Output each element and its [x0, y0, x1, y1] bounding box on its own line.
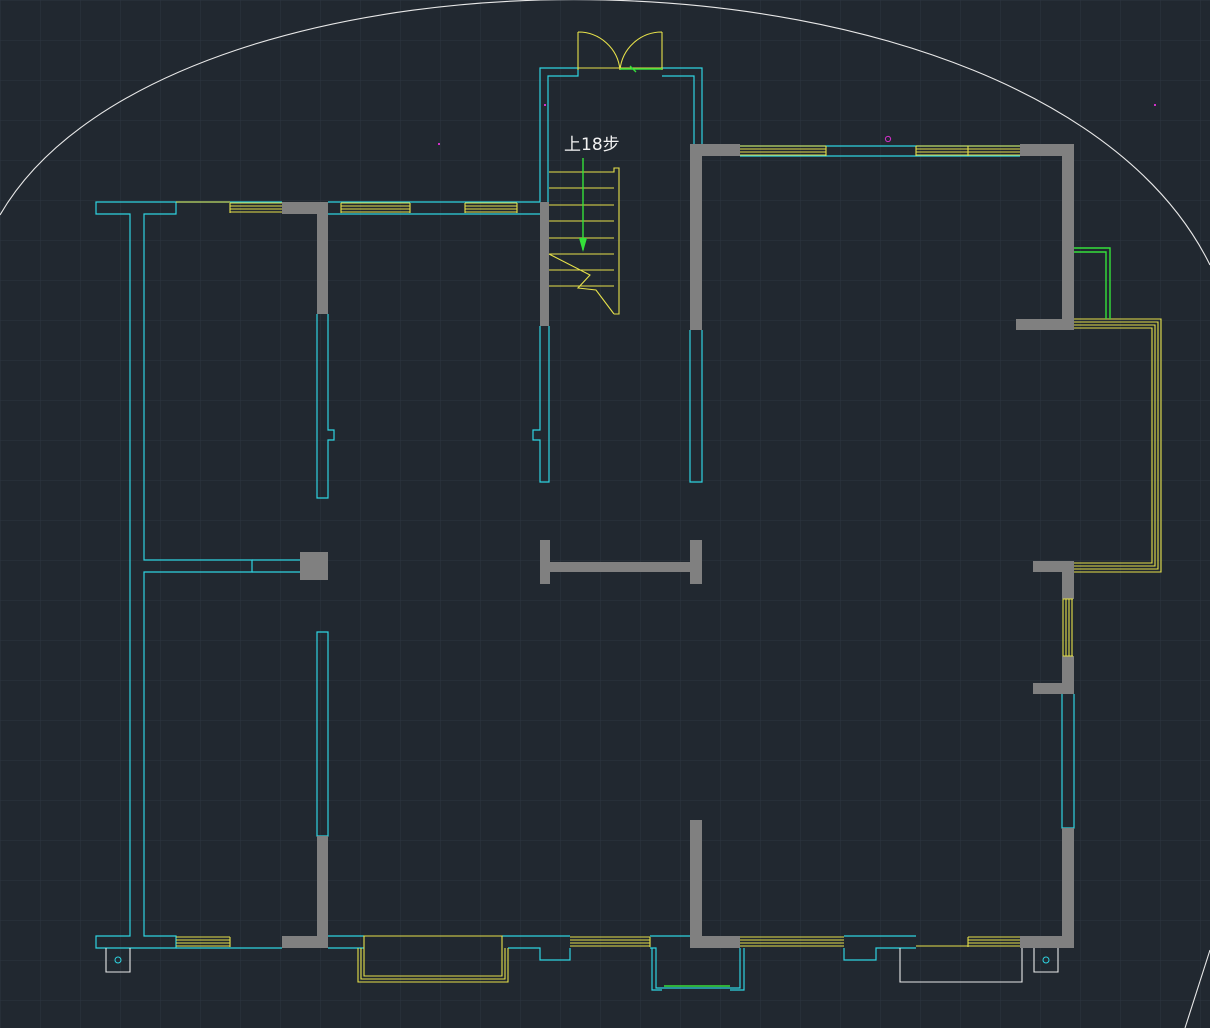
south-wall-4 — [650, 935, 741, 989]
west-wall-outer — [95, 201, 253, 949]
center-beam-right-post — [690, 540, 702, 584]
window-south-3 — [740, 936, 844, 947]
stair: 上18步 — [548, 135, 620, 315]
bay-stub-upper — [1033, 561, 1074, 572]
column-nw-vertical — [317, 202, 328, 314]
marker-dot-2 — [1154, 104, 1156, 106]
window-ne-1 — [740, 145, 827, 156]
stair-arrow-head — [579, 238, 587, 252]
south-wall-5 — [843, 935, 916, 961]
sw-pad — [105, 948, 131, 973]
north-wall-gray — [690, 144, 740, 156]
se-corner — [1020, 936, 1074, 948]
se-downspout — [1042, 956, 1050, 964]
east-bay-window — [1074, 318, 1162, 573]
north-wall-mid — [328, 201, 540, 215]
boundary-arc-lower — [1184, 949, 1210, 1028]
column-nw — [282, 202, 328, 214]
window-south-1 — [176, 936, 231, 947]
stair-wall-gray — [540, 202, 549, 326]
window-north-1 — [229, 202, 282, 213]
column-sw-vertical — [317, 836, 328, 948]
east-wing-stub — [1016, 319, 1074, 330]
east-wall-gray-lower — [1062, 828, 1074, 948]
stair-outline — [549, 167, 620, 315]
ne-corner-top — [1020, 144, 1074, 156]
boundary-arc — [0, 0, 1210, 266]
south-mid-base — [690, 936, 740, 948]
column-sw — [282, 936, 328, 948]
window-north-3 — [464, 202, 518, 213]
foyer-wall — [539, 67, 579, 202]
stair-break-line — [548, 253, 615, 315]
bay-stub-lower — [1033, 683, 1074, 694]
south-mid-column — [690, 820, 702, 948]
window-ne-2 — [915, 145, 1020, 156]
window-north-2 — [340, 202, 411, 213]
windows — [176, 145, 1162, 983]
south-wall-3 — [502, 935, 571, 961]
concrete-walls — [282, 144, 1074, 948]
ceiling-marker — [884, 135, 892, 143]
se-pad — [1033, 948, 1059, 973]
west-recess — [252, 559, 300, 573]
foyer-wall-east — [662, 67, 703, 146]
column-west-mid — [300, 552, 328, 580]
wall-outlines — [95, 67, 1075, 989]
entrance-double-door[interactable] — [577, 31, 663, 71]
window-south-4 — [916, 936, 1020, 947]
window-south-bay — [357, 935, 509, 983]
south-platform — [899, 948, 1023, 983]
stair-wall-right — [689, 330, 703, 483]
south-entry-step — [651, 948, 745, 991]
window-east-small — [1062, 598, 1073, 657]
east-door-frame — [1074, 247, 1111, 319]
center-beam — [540, 562, 702, 572]
partition-west-upper — [316, 314, 335, 499]
window-south-2 — [570, 936, 651, 947]
marker-dot-3 — [544, 104, 546, 106]
foyer-column — [690, 146, 702, 330]
sw-downspout — [114, 956, 122, 964]
bay-post — [1062, 561, 1074, 599]
east-wall-gray-upper — [1062, 144, 1074, 330]
door-threshold-marker — [620, 65, 662, 73]
marker-dot-1 — [438, 143, 440, 145]
center-beam-left-post — [540, 540, 550, 584]
exterior-details — [105, 104, 1156, 991]
stair-wall-left — [532, 326, 550, 483]
stair-label: 上18步 — [564, 135, 620, 155]
